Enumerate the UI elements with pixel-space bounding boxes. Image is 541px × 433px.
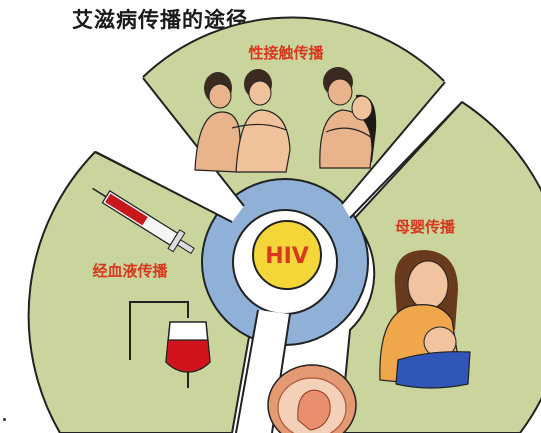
label-sexual: 性接触传播 [248,44,324,62]
syringe-and-blood-bag-icon [92,187,211,388]
hiv-badge [252,220,322,290]
page-title: 艾滋病传播的途径 [72,7,248,32]
label-mother-infant: 母婴传播 [395,218,456,236]
hiv-label: HIV [265,244,309,269]
fetus-icon [267,364,357,433]
dot-mark [3,418,6,421]
embracing-people-icon [194,67,377,173]
divider-left [95,76,244,222]
divider-right [342,80,463,218]
label-blood: 经血液传播 [92,262,168,280]
breastfeeding-mother-icon [379,250,471,389]
